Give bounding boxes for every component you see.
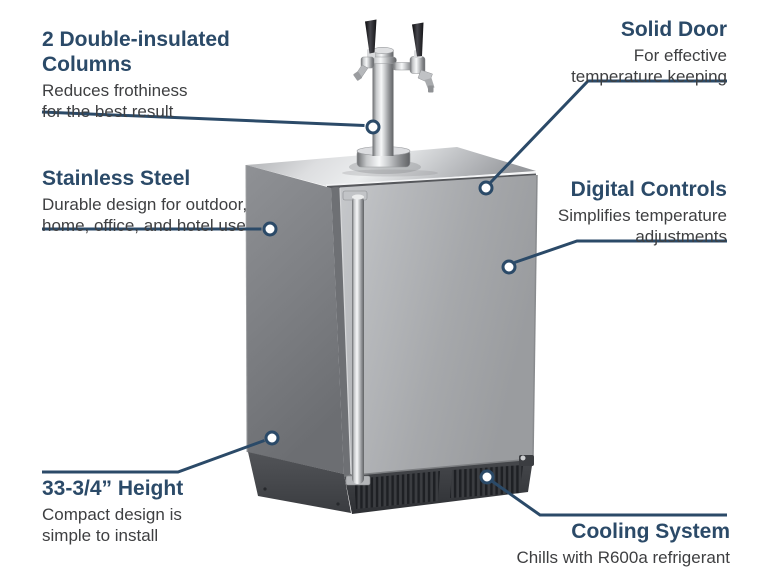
hinge-strip-highlight — [339, 187, 352, 475]
top-front-highlight — [325, 171, 537, 186]
desc-line: Chills with R600a refrigerant — [516, 548, 730, 567]
left-tap-handle — [365, 19, 377, 54]
right-tap-handle — [412, 22, 424, 57]
tap-tower — [353, 19, 435, 168]
door-hinge-strip — [331, 187, 351, 476]
desc-line: for the best result — [42, 102, 174, 121]
top-front-lip — [326, 173, 537, 189]
cabinet-left-panel — [246, 165, 344, 474]
callout-title: Stainless Steel — [42, 166, 247, 191]
desc-line: Reduces frothiness — [42, 81, 188, 100]
connector-digital-controls — [514, 239, 727, 264]
desc-line: temperature keeping — [571, 67, 727, 86]
desc-line: simple to install — [42, 526, 159, 545]
connector-height — [42, 439, 266, 474]
callout-description: For effective temperature keeping — [571, 45, 727, 87]
connector-solid-door — [489, 79, 727, 184]
title-line: Digital Controls — [570, 178, 727, 201]
callout-digital-controls: Digital Controls Simplifies temperature … — [558, 177, 727, 247]
connector-insulated-columns — [41, 110, 365, 127]
engraved-logo-mark — [342, 169, 438, 177]
connector-lines — [41, 79, 727, 517]
title-line: Columns — [42, 53, 132, 76]
callout-description: Compact design is simple to install — [42, 504, 183, 546]
callout-description: Simplifies temperature adjustments — [558, 205, 727, 247]
marker-stainless-steel — [262, 221, 278, 237]
callout-height: 33-3/4” Height Compact design is simple … — [42, 476, 183, 546]
callout-description: Durable design for outdoor, home, office… — [42, 194, 247, 236]
left-spout-tip — [353, 71, 363, 81]
title-line: Solid Door — [620, 18, 727, 41]
marker-insulated-columns — [365, 119, 381, 135]
connector-cooling-system — [491, 480, 727, 517]
desc-line: Compact design is — [42, 505, 182, 524]
base-plinth — [248, 452, 351, 513]
desc-line: Simplifies temperature — [557, 206, 727, 225]
door-bottom-edge — [343, 458, 534, 477]
kegerator-illustration — [245, 19, 538, 514]
callout-stainless-steel: Stainless Steel Durable design for outdo… — [42, 166, 247, 236]
hinge-pin — [520, 455, 526, 461]
callout-title: Solid Door — [571, 17, 727, 42]
marker-digital-controls — [501, 259, 517, 275]
title-line: Stainless Steel — [42, 167, 191, 190]
plinth-screw — [263, 487, 267, 491]
door-handle — [342, 190, 371, 486]
right-spout-tip — [428, 85, 434, 93]
callout-insulated-columns: 2 Double-insulated Columns Reduces froth… — [42, 27, 230, 122]
callout-description: Reduces frothiness for the best result — [42, 80, 230, 122]
marker-cooling-system — [479, 469, 495, 485]
callout-description: Chills with R600a refrigerant — [516, 547, 730, 568]
callout-title: Digital Controls — [558, 177, 727, 202]
title-line: 2 Double-insulated — [42, 28, 230, 51]
title-line: 33-3/4” Height — [42, 477, 184, 500]
solid-door-panel — [331, 175, 537, 476]
plinth-screw — [336, 502, 340, 506]
marker-height — [264, 430, 280, 446]
left-edge-highlight — [245, 164, 248, 453]
callout-cooling-system: Cooling System Chills with R600a refrige… — [516, 519, 730, 568]
feature-markers — [262, 119, 517, 485]
desc-line: adjustments — [635, 227, 727, 246]
door-right-edge — [532, 174, 538, 460]
callout-title: Cooling System — [516, 519, 730, 544]
desc-line: Durable design for outdoor, — [42, 195, 248, 214]
tower-column — [372, 50, 394, 156]
desc-line: For effective — [633, 46, 727, 65]
callout-title: 2 Double-insulated Columns — [42, 27, 230, 77]
desc-line: home, office, and hotel use — [42, 216, 246, 235]
callout-title: 33-3/4” Height — [42, 476, 183, 501]
marker-solid-door — [478, 180, 494, 196]
title-line: Cooling System — [571, 520, 730, 543]
callout-solid-door: Solid Door For effective temperature kee… — [571, 17, 727, 87]
